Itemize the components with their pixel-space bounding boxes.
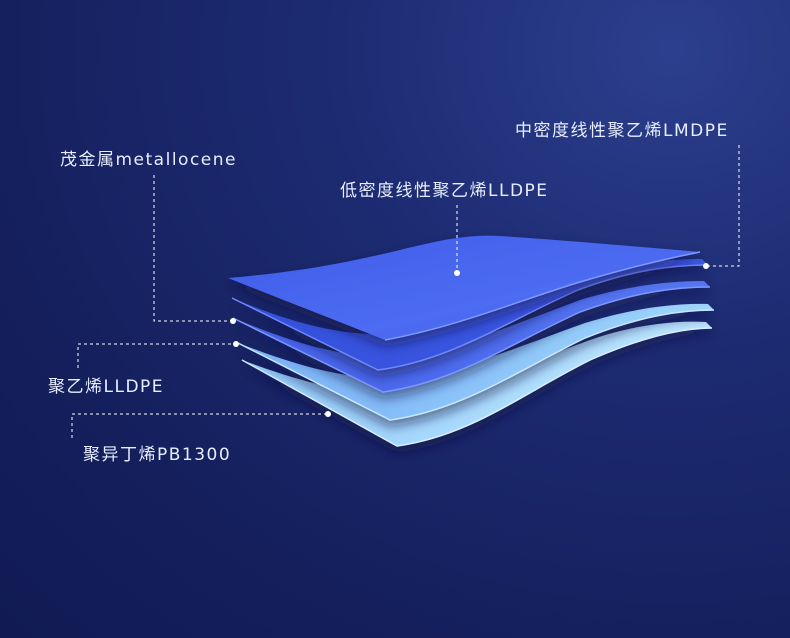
layer-lmdpe [228,235,701,341]
label-pb1300: 聚异丁烯PB1300 [83,445,232,465]
leader-lldpe-low [454,205,460,276]
leader-metallocene [153,175,236,324]
label-lldpe-low: 低密度线性聚乙烯LLDPE [340,181,549,201]
leader-pb1300 [71,411,331,438]
label-lldpe: 聚乙烯LLDPE [48,377,165,397]
leader-lldpe [77,341,239,368]
layer-lldpe-low [232,281,711,393]
layer-metallocene [231,259,709,371]
label-metallocene: 茂金属metallocene [60,150,237,170]
label-lmdpe: 中密度线性聚乙烯LMDPE [515,121,729,141]
leader-lmdpe [703,145,740,269]
